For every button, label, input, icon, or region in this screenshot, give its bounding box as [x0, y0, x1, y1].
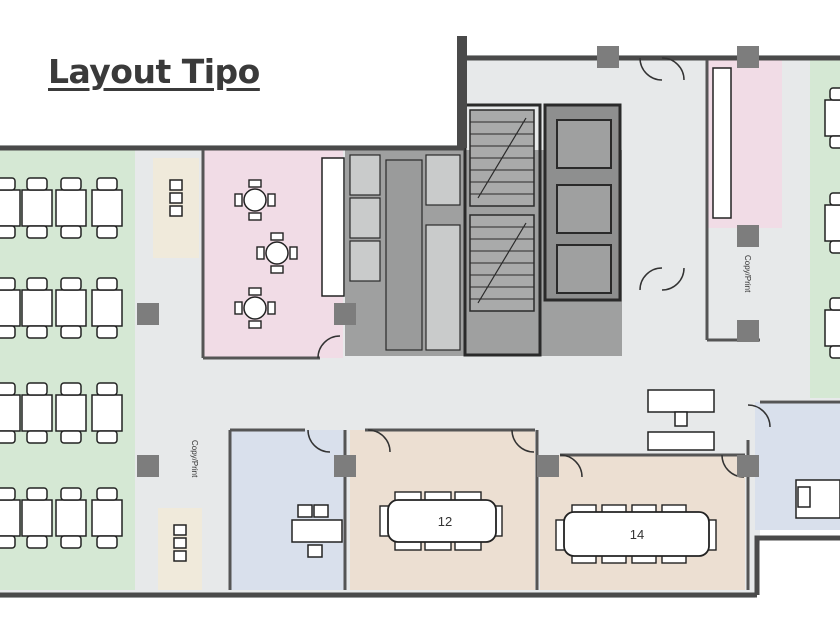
copy-print-label-left: Copy/Print — [190, 440, 199, 478]
cabinet-stack — [169, 179, 183, 217]
lounge-counter — [321, 157, 345, 297]
column — [597, 46, 619, 68]
column — [737, 320, 759, 342]
meeting-table-12 — [379, 491, 503, 551]
column — [737, 46, 759, 68]
column — [737, 225, 759, 247]
meeting-room-14-label: 14 — [630, 527, 644, 542]
column — [334, 455, 356, 477]
staircase-lower — [469, 214, 535, 312]
meeting-table-14 — [555, 504, 717, 564]
office-desk — [795, 479, 840, 519]
column — [737, 455, 759, 477]
meeting-room-12-label: 12 — [438, 514, 452, 529]
plan-title: Layout Tipo — [48, 52, 260, 91]
storage-area-bottom — [158, 508, 202, 590]
column — [137, 303, 159, 325]
column — [537, 455, 559, 477]
office-desk — [291, 504, 343, 558]
staircase-upper — [469, 109, 535, 207]
column — [334, 303, 356, 325]
copy-print-label-right: Copy/Print — [743, 255, 752, 293]
reception-desk — [647, 389, 715, 451]
column — [137, 455, 159, 477]
cabinet-stack — [173, 524, 187, 562]
